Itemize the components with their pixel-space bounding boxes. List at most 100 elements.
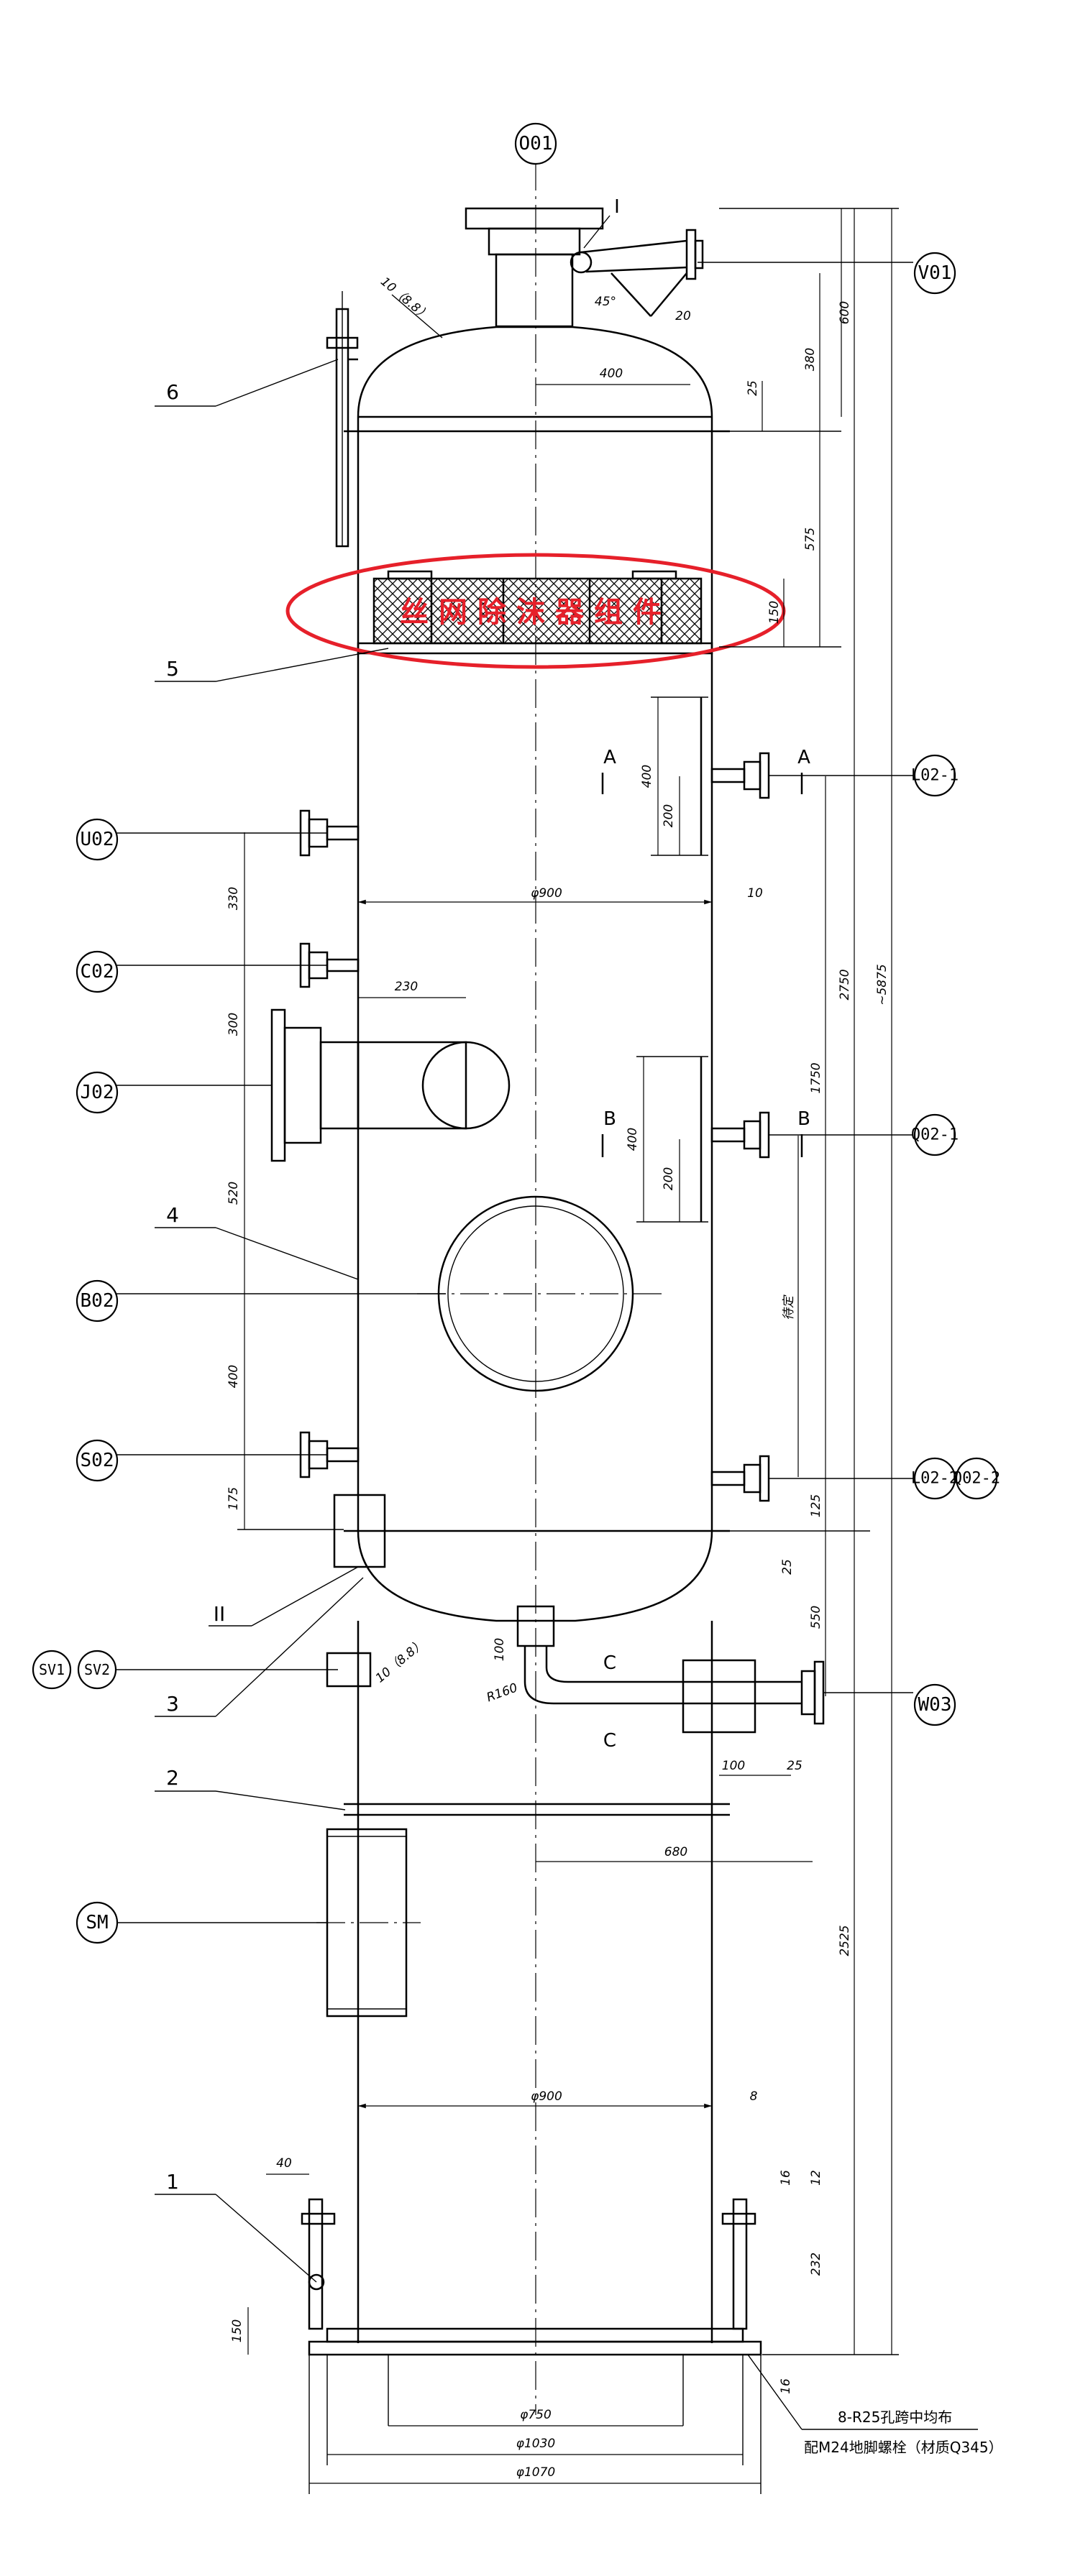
dim-45deg: 45° bbox=[595, 295, 616, 309]
svg-text:O01: O01 bbox=[519, 133, 553, 155]
dim-tbd: 待定 bbox=[782, 1294, 796, 1320]
dim-600: 600 bbox=[838, 301, 852, 324]
dim-phi900: φ900 bbox=[531, 886, 562, 901]
tag-o01: O01 bbox=[514, 122, 557, 165]
nozzle-l02-2 bbox=[710, 1455, 770, 1502]
dim-200-b: 200 bbox=[662, 1167, 676, 1190]
dim-40: 40 bbox=[276, 2156, 292, 2171]
dim-150-b: 150 bbox=[230, 2319, 244, 2342]
section-a-right: A bbox=[797, 747, 810, 768]
svg-text:L02-2: L02-2 bbox=[911, 1470, 959, 1488]
tag-l02-2: L02-2 bbox=[911, 1457, 959, 1500]
tag-b02: B02 bbox=[76, 1279, 119, 1322]
section-a-left: A bbox=[603, 747, 616, 768]
svg-text:C02: C02 bbox=[81, 961, 114, 983]
part-1-label: 1 bbox=[166, 2170, 179, 2194]
dim-575: 575 bbox=[803, 528, 818, 551]
baffle-b bbox=[636, 1056, 708, 1223]
nozzle-w03 bbox=[516, 1605, 825, 1734]
dim-400-c: 400 bbox=[227, 1365, 241, 1388]
svg-text:J02: J02 bbox=[81, 1082, 114, 1103]
dim-200-a: 200 bbox=[662, 804, 676, 827]
dim-thickness-8: 8 bbox=[750, 2089, 758, 2104]
svg-text:B02: B02 bbox=[81, 1290, 114, 1312]
tag-v01: V01 bbox=[913, 252, 956, 295]
bottom-head bbox=[357, 1530, 713, 1622]
dim-520: 520 bbox=[227, 1182, 241, 1205]
svg-text:SV1: SV1 bbox=[39, 1661, 65, 1678]
section-b-right: B bbox=[797, 1108, 810, 1130]
svg-text:V01: V01 bbox=[918, 262, 952, 284]
dim-125: 125 bbox=[809, 1494, 823, 1517]
dim-330: 330 bbox=[227, 887, 241, 910]
nozzle-l02-1 bbox=[710, 752, 770, 799]
dim-16-a: 16 bbox=[779, 2170, 793, 2186]
dim-25-b: 25 bbox=[780, 1559, 795, 1575]
demister-pad bbox=[357, 570, 713, 655]
dim-150: 150 bbox=[767, 601, 782, 624]
svg-text:L02-1: L02-1 bbox=[911, 767, 959, 785]
part-4-label: 4 bbox=[166, 1203, 179, 1227]
tag-sm: SM bbox=[76, 1901, 119, 1944]
dim-400-a: 400 bbox=[640, 765, 654, 788]
tag-w03: W03 bbox=[913, 1683, 956, 1726]
shell-top-thickness: 10（8.8） bbox=[378, 275, 432, 323]
svg-text:SV2: SV2 bbox=[84, 1661, 110, 1678]
left-dimension-lines bbox=[237, 832, 344, 1530]
dim-20: 20 bbox=[675, 309, 691, 323]
dim-phi1030: φ1030 bbox=[516, 2437, 555, 2451]
nozzle-o01 bbox=[465, 207, 604, 328]
tag-l02-1: L02-1 bbox=[911, 754, 959, 797]
dim-680-label: 680 bbox=[664, 1845, 687, 1859]
demister-label: 丝网除沫器组件 bbox=[400, 596, 672, 629]
svg-text:U02: U02 bbox=[81, 829, 114, 850]
dim-300: 300 bbox=[227, 1013, 241, 1036]
dim-r160: R160 bbox=[485, 1680, 519, 1705]
dim-175: 175 bbox=[227, 1487, 241, 1510]
part-1-anchor-chair bbox=[301, 2198, 756, 2330]
tag-q02-2: Q02-2 bbox=[953, 1457, 1000, 1500]
dim-380: 380 bbox=[803, 348, 818, 371]
dim-5875: ~5875 bbox=[875, 964, 890, 1006]
part-3-label: 3 bbox=[166, 1692, 179, 1716]
detail-i-label: I bbox=[614, 196, 620, 218]
tag-c02: C02 bbox=[76, 950, 119, 993]
shell-bottom-thickness: 10（8.8） bbox=[373, 1637, 428, 1685]
dim-400-top: 400 bbox=[600, 367, 623, 381]
dim-232: 232 bbox=[809, 2253, 823, 2276]
dim-25-c: 25 bbox=[787, 1759, 802, 1773]
nozzle-q02-1 bbox=[710, 1111, 770, 1159]
dim-phi750: φ750 bbox=[520, 2408, 552, 2422]
tag-s02: S02 bbox=[76, 1439, 119, 1482]
section-c-bottom: C bbox=[603, 1730, 616, 1752]
dim-400-b: 400 bbox=[626, 1128, 640, 1151]
bolt-note-line2: 配M24地脚螺栓（材质Q345） bbox=[804, 2439, 1003, 2456]
dim-thickness-10: 10 bbox=[747, 886, 763, 901]
right-dimension-lines bbox=[719, 208, 899, 2355]
nozzle-j02 bbox=[270, 1008, 511, 1162]
part-6-bracket bbox=[326, 291, 359, 548]
dim-2750: 2750 bbox=[838, 969, 852, 1000]
top-head bbox=[357, 326, 713, 418]
detail-ii-box bbox=[333, 1494, 386, 1568]
dim-phi900-b: φ900 bbox=[531, 2089, 562, 2104]
dim-12: 12 bbox=[809, 2170, 823, 2186]
svg-text:Q02-2: Q02-2 bbox=[953, 1470, 1000, 1488]
section-b-left: B bbox=[603, 1108, 616, 1130]
tag-j02: J02 bbox=[76, 1071, 119, 1114]
dim-phi1070: φ1070 bbox=[516, 2465, 555, 2480]
dim-230: 230 bbox=[395, 980, 418, 994]
tag-sv2: SV2 bbox=[77, 1650, 117, 1690]
dim-25-a: 25 bbox=[746, 380, 760, 396]
svg-text:S02: S02 bbox=[81, 1450, 114, 1471]
dim-550: 550 bbox=[809, 1606, 823, 1629]
dim-100: 100 bbox=[493, 1638, 507, 1661]
svg-text:SM: SM bbox=[86, 1912, 108, 1933]
tag-sv1: SV1 bbox=[32, 1650, 72, 1690]
detail-ii-label: II bbox=[214, 1602, 226, 1626]
part-2-label: 2 bbox=[166, 1766, 179, 1790]
svg-text:Q02-1: Q02-1 bbox=[911, 1126, 959, 1144]
section-c-top: C bbox=[603, 1652, 616, 1674]
dim-2525: 2525 bbox=[838, 1925, 852, 1956]
